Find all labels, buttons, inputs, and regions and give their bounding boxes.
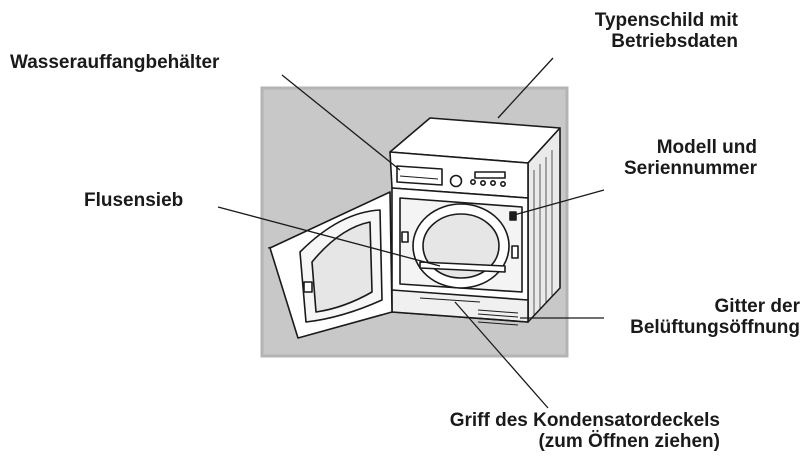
label-modell-line1: Modell und	[656, 137, 757, 158]
label-griff: Griff des Kondensatordeckels (zum Öffnen…	[340, 410, 720, 452]
leader-modell	[513, 189, 605, 216]
label-gitter: Gitter der Belüftungsöffnung	[580, 296, 800, 338]
leader-typenschild	[497, 57, 554, 119]
dryer-body	[267, 117, 561, 339]
label-typenschild: Typenschild mit Betriebsdaten	[520, 10, 738, 52]
leader-wasser	[281, 74, 401, 171]
label-typenschild-line1: Typenschild mit	[594, 10, 738, 31]
label-flusen-text: Flusensieb	[84, 190, 184, 211]
leader-flusen	[217, 206, 441, 267]
label-modell-line2: Seriennummer	[623, 158, 757, 179]
label-gitter-line1: Gitter der	[714, 296, 800, 317]
leader-griff	[454, 301, 549, 409]
label-wasser-text: Wasserauffangbehälter	[10, 52, 220, 73]
label-griff-line1: Griff des Kondensatordeckels	[449, 410, 720, 431]
label-griff-line2: (zum Öffnen ziehen)	[538, 431, 720, 452]
leader-lines	[217, 57, 605, 409]
label-typenschild-line2: Betriebsdaten	[611, 31, 738, 52]
label-flusensieb: Flusensieb	[84, 190, 183, 211]
label-modell: Modell und Seriennummer	[560, 137, 757, 179]
label-gitter-line2: Belüftungsöffnung	[630, 317, 800, 338]
label-wasserauffangbehaelter: Wasserauffangbehälter	[10, 52, 219, 73]
